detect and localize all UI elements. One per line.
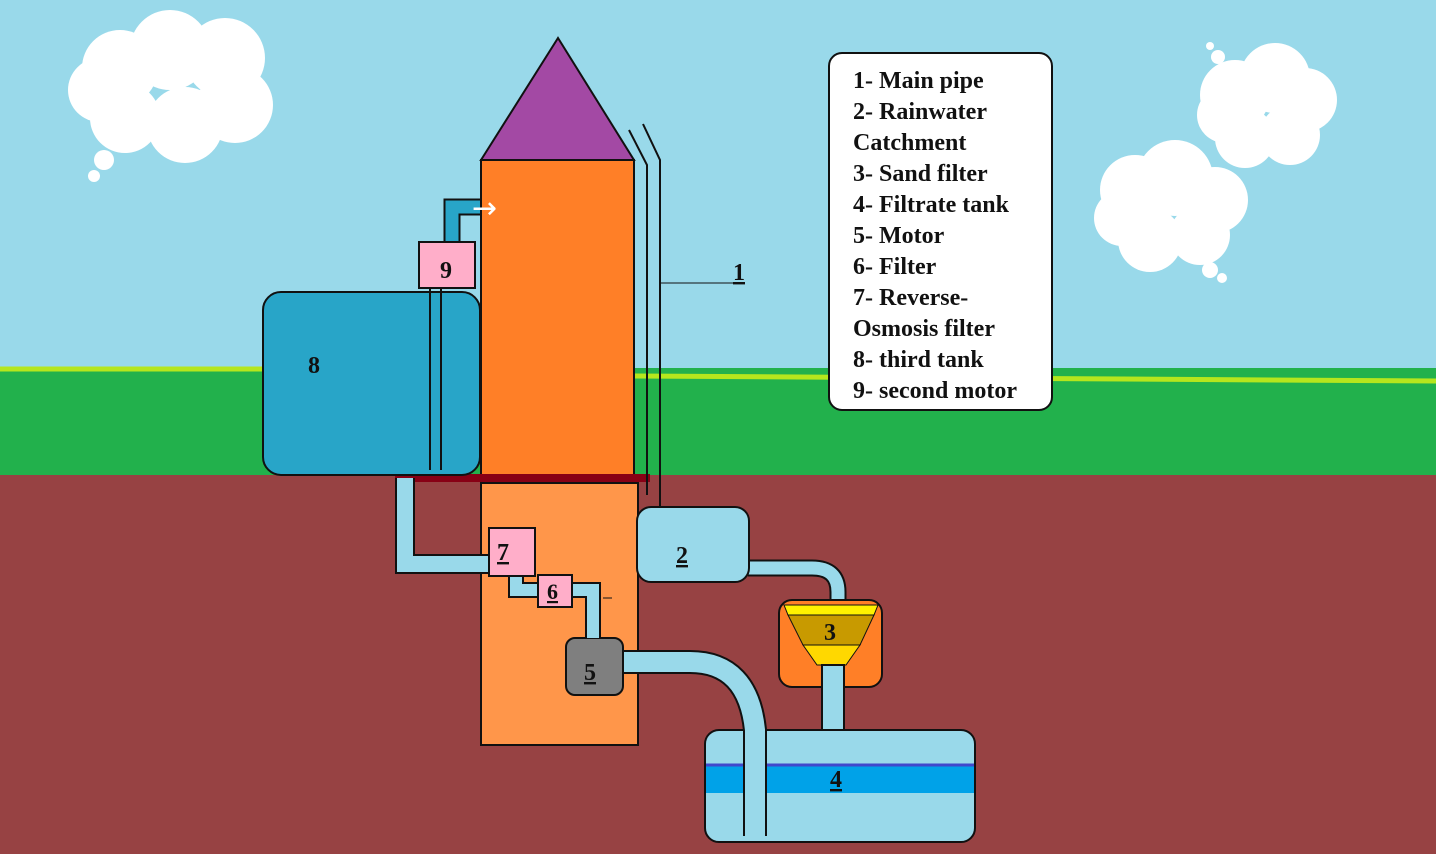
legend-item: 1- Main pipe xyxy=(853,68,984,94)
legend-item: Osmosis filter xyxy=(853,316,995,342)
pipe-second-motor-to-building-fill xyxy=(445,200,480,242)
label-rain-catchment: 2 xyxy=(676,543,688,569)
cloud-left xyxy=(68,10,273,182)
legend-item: Catchment xyxy=(853,130,967,156)
pipe-catchment-to-sandfilter-fill xyxy=(748,561,845,608)
legend-item: 7- Reverse- xyxy=(853,285,969,311)
legend-item: 6- Filter xyxy=(853,254,937,280)
label-motor: 5 xyxy=(584,660,596,686)
arrow-icon: → xyxy=(472,191,497,226)
building-roof xyxy=(479,36,636,161)
label-third-tank: 8 xyxy=(308,353,320,379)
pipe-tank-to-motor-fill xyxy=(622,652,765,836)
third-tank xyxy=(262,291,481,476)
main-pipe-outer xyxy=(642,123,661,507)
second-motor xyxy=(418,241,476,289)
sand-filter-top-layer xyxy=(783,604,879,616)
legend-box: 1- Main pipe 2- Rainwater Catchment 3- S… xyxy=(828,52,1053,411)
pipe-motor-to-filter-fill xyxy=(570,584,599,638)
label-filtrate-tank: 4 xyxy=(830,767,842,793)
rainwater-catchment-tank xyxy=(636,506,750,583)
sand-filter-light-layer xyxy=(802,644,861,666)
label-second-motor: 9 xyxy=(440,258,452,284)
grass xyxy=(0,368,1436,476)
filter xyxy=(537,574,573,608)
legend-item: 8- third tank xyxy=(853,347,984,373)
pipe-ro-to-third-tank-fill xyxy=(397,478,490,572)
building xyxy=(480,159,635,479)
legend-item: 2- Rainwater xyxy=(853,99,987,125)
cloud-right-top xyxy=(1197,42,1337,168)
label-filter: 6 xyxy=(547,579,558,604)
main-pipe-inner xyxy=(628,129,648,495)
legend-item: 3- Sand filter xyxy=(853,161,988,187)
label-sand-filter: 3 xyxy=(824,620,836,646)
basement xyxy=(480,482,639,746)
label-main-pipe: 1 xyxy=(733,260,745,286)
legend-list: 1- Main pipe 2- Rainwater Catchment 3- S… xyxy=(853,66,1041,407)
floor-slab xyxy=(395,474,650,482)
label-ro-filter: 7 xyxy=(497,540,509,566)
reverse-osmosis-filter xyxy=(488,527,536,577)
cloud-right-bottom xyxy=(1094,140,1248,283)
legend-item: 9- second motor xyxy=(853,378,1017,404)
legend-item: 4- Filtrate tank xyxy=(853,192,1009,218)
legend-item: 5- Motor xyxy=(853,223,945,249)
sand-filter-outlet-pipe xyxy=(821,664,845,734)
